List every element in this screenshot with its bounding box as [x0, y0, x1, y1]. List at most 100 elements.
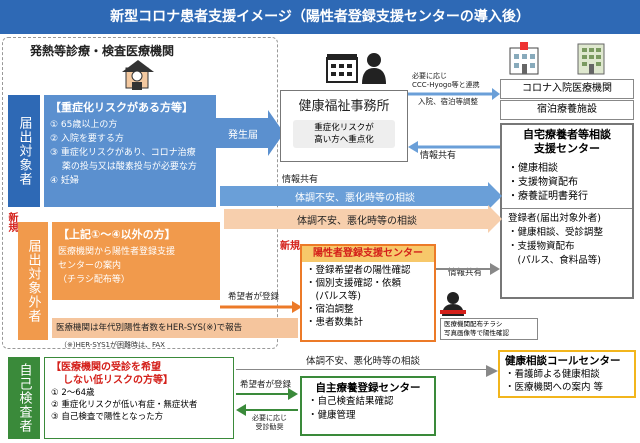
report-arrow: 発生届 [216, 118, 270, 148]
home-center-item2: ・健康相談、受診調整 [508, 227, 604, 238]
pos-center-item: ・宿泊調整 [306, 304, 354, 315]
health-office-sub: 重症化リスクが [314, 123, 374, 133]
target-item: ③ 重症化リスクがあり、コロナ治療 [50, 148, 196, 158]
flyer-note: 医療機関配布チラシ 写真画像等で陽性確認 [440, 318, 538, 340]
new-badge-center: 新規 [280, 241, 300, 252]
self-center-item: ・健康管理 [308, 410, 356, 421]
non-target-label: 届出対象外者 [18, 222, 48, 340]
health-office-sub: 高い方へ重点化 [314, 135, 374, 145]
health-office-box: 健康福祉事務所 重症化リスクが 高い方へ重点化 [280, 90, 408, 162]
hotel-icon [574, 40, 608, 80]
building-icon [325, 52, 359, 88]
new-badge-left: 新規 [6, 212, 17, 232]
non-target-box: 【上記①～④以外の方】 医療機関から陽性者登録支援 センターの案内 （チラシ配布… [52, 222, 220, 300]
self-center-item: ・自己検査結果確認 [308, 396, 394, 407]
self-center-box: 自主療養登録センター ・自己検査結果確認 ・健康管理 [300, 376, 436, 436]
self-test-label-text: 自己検査者 [16, 363, 32, 433]
home-center-item: ・健康相談 [508, 163, 558, 174]
pos-center-title: 陽性者登録支援センター [302, 246, 434, 262]
admission-label: 入院、宿泊等調整 [418, 97, 478, 106]
health-office-title: 健康福祉事務所 [298, 99, 390, 114]
non-target-line: 医療機関から陽性者登録支援 [58, 247, 176, 257]
flyer-note-line: 写真画像等で陽性確認 [444, 329, 509, 337]
home-center-title: 自宅療養者等相談 [523, 128, 611, 141]
hospital-title: コロナ入院医療機関 [522, 83, 612, 94]
home-center-item2: ・支援物資配布 [508, 241, 575, 252]
info-share-label: 情報共有 [420, 151, 457, 161]
as-needed2-text: 必要に応じ [252, 414, 287, 422]
hope-register-2-label: 希望者が登録 [240, 380, 292, 390]
self-test-item: ① 2～64歳 [51, 388, 95, 398]
hope-register-1-arrow [220, 301, 302, 313]
consult-arrow-3-head [486, 365, 498, 377]
info-share-arrow [408, 141, 500, 153]
target-item: ② 入院を要する方 [50, 134, 124, 144]
consult-arrow-3-label: 体調不安、悪化時等の相談 [305, 356, 420, 367]
pos-center-box: 陽性者登録支援センター ・登録希望者の陽性確認 ・個別支援確認・依頼 (パルス等… [300, 244, 436, 342]
home-center-item: ・療養証明書発行 [508, 191, 588, 202]
non-target-line: センターの案内 [58, 261, 122, 271]
home-center-registered: 登録者(届出対象外者) [508, 213, 601, 224]
report-bar-text: 医療機関は年代別陽性者数をHER-SYS(※)で報告 [56, 323, 243, 333]
pos-center-item: ・登録希望者の陽性確認 [306, 265, 411, 276]
report-arrow-label: 発生届 [228, 129, 258, 141]
consult-arrow-2-head [488, 205, 502, 233]
report-bar: 医療機関は年代別陽性者数をHER-SYS(※)で報告 [52, 318, 298, 338]
call-center-box: 健康相談コールセンター ・看護師よる健康相談 ・医療機関への案内 等 [498, 350, 636, 398]
call-center-title: 健康相談コールセンター [505, 355, 621, 367]
consult-arrow-2: 体調不安、悪化時等の相談 [224, 209, 490, 229]
target-label: 届出対象者 [8, 95, 40, 207]
consult-arrow-1: 体調不安、悪化時等の相談 [220, 186, 490, 206]
home-center-item: ・支援物資配布 [508, 177, 578, 188]
self-center-title: 自主療養登録センター [315, 382, 421, 394]
operator-icon [440, 290, 466, 320]
home-center-title: 支援センター [534, 142, 600, 155]
target-item: ① 65歳以上の方 [50, 120, 118, 130]
consult-arrow-1-label: 体調不安、悪化時等の相談 [295, 192, 415, 204]
as-needed-text: 必要に応じ [412, 72, 447, 80]
non-target-label-text: 届出対象外者 [25, 239, 41, 323]
call-center-item: ・医療機関への案内 等 [505, 382, 604, 393]
target-heading: 【重症化リスクがある方等】 [50, 101, 193, 114]
self-test-item: ② 重症化リスクが低い有症・無症状者 [51, 400, 198, 410]
pos-center-item: ・個別支援確認・依頼 [306, 278, 402, 289]
hope-register-2-arrow [236, 388, 298, 400]
home-center-box: 自宅療養者等相談 支援センター ・健康相談 ・支援物資配布 ・療養証明書発行 登… [500, 123, 634, 299]
self-test-heading: 【医療機関の受診を希望 [51, 362, 161, 373]
coordination-text: CCC-Hyogo等と連携 [412, 81, 480, 89]
info-share3-label: 情報共有 [448, 268, 483, 278]
pos-center-item: ・患者数集計 [306, 317, 364, 328]
self-test-heading: しない低リスクの方等】 [63, 375, 173, 386]
consult-arrow-1-head [488, 182, 502, 210]
hotel-title: 宿泊療養施設 [537, 104, 597, 115]
call-center-item: ・看護師よる健康相談 [505, 369, 600, 380]
non-target-line: （チラシ配布等） [58, 275, 130, 285]
target-label-text: 届出対象者 [16, 116, 32, 186]
target-box: 【重症化リスクがある方等】 ① 65歳以上の方 ② 入院を要する方 ③ 重症化リ… [44, 95, 216, 207]
coordination-note: 必要に応じ CCC-Hyogo等と連携 [412, 72, 480, 90]
info-share2-label: 情報共有 [282, 175, 319, 185]
flyer-note-line: 医療機関配布チラシ [444, 320, 503, 328]
home-center-item2: (パルス、食料品等) [508, 255, 601, 266]
self-test-item: ③ 自己検査で陽性となった方 [51, 412, 164, 422]
non-target-heading: 【上記①～④以外の方】 [58, 228, 176, 241]
hospital-box: コロナ入院医療機関 [500, 79, 634, 99]
self-test-label: 自己検査者 [8, 357, 40, 439]
consult-visit-note: 必要に応じ 受診勧奨 [252, 414, 287, 432]
page-title: 新型コロナ患者支援イメージ（陽性者登録支援センターの導入後） [0, 0, 640, 34]
report-arrow-head [268, 110, 284, 156]
consult-arrow-2-label: 体調不安、悪化時等の相談 [297, 215, 417, 227]
clinic-title: 発熱等診療・検査医療機関 [30, 44, 175, 58]
info-share3-arrow [436, 263, 500, 275]
target-item: 薬の投与又は酸素投与が必要な方 [50, 162, 197, 172]
consult-visit-text: 受診勧奨 [255, 423, 284, 431]
consult-visit-arrow [236, 404, 298, 416]
consult-arrow-3: 体調不安、悪化時等の相談 [236, 356, 490, 370]
self-test-box: 【医療機関の受診を希望 しない低リスクの方等】 ① 2～64歳 ② 重症化リスク… [44, 357, 234, 439]
target-item: ④ 妊婦 [50, 176, 79, 186]
officer-icon [360, 52, 388, 88]
pos-center-item: (パルス等) [306, 291, 361, 302]
hope-register-1-label: 希望者が登録 [228, 292, 280, 302]
hotel-box: 宿泊療養施設 [500, 100, 634, 120]
report-note: （※)HER-SYS1が困難時は、FAX [60, 341, 165, 349]
